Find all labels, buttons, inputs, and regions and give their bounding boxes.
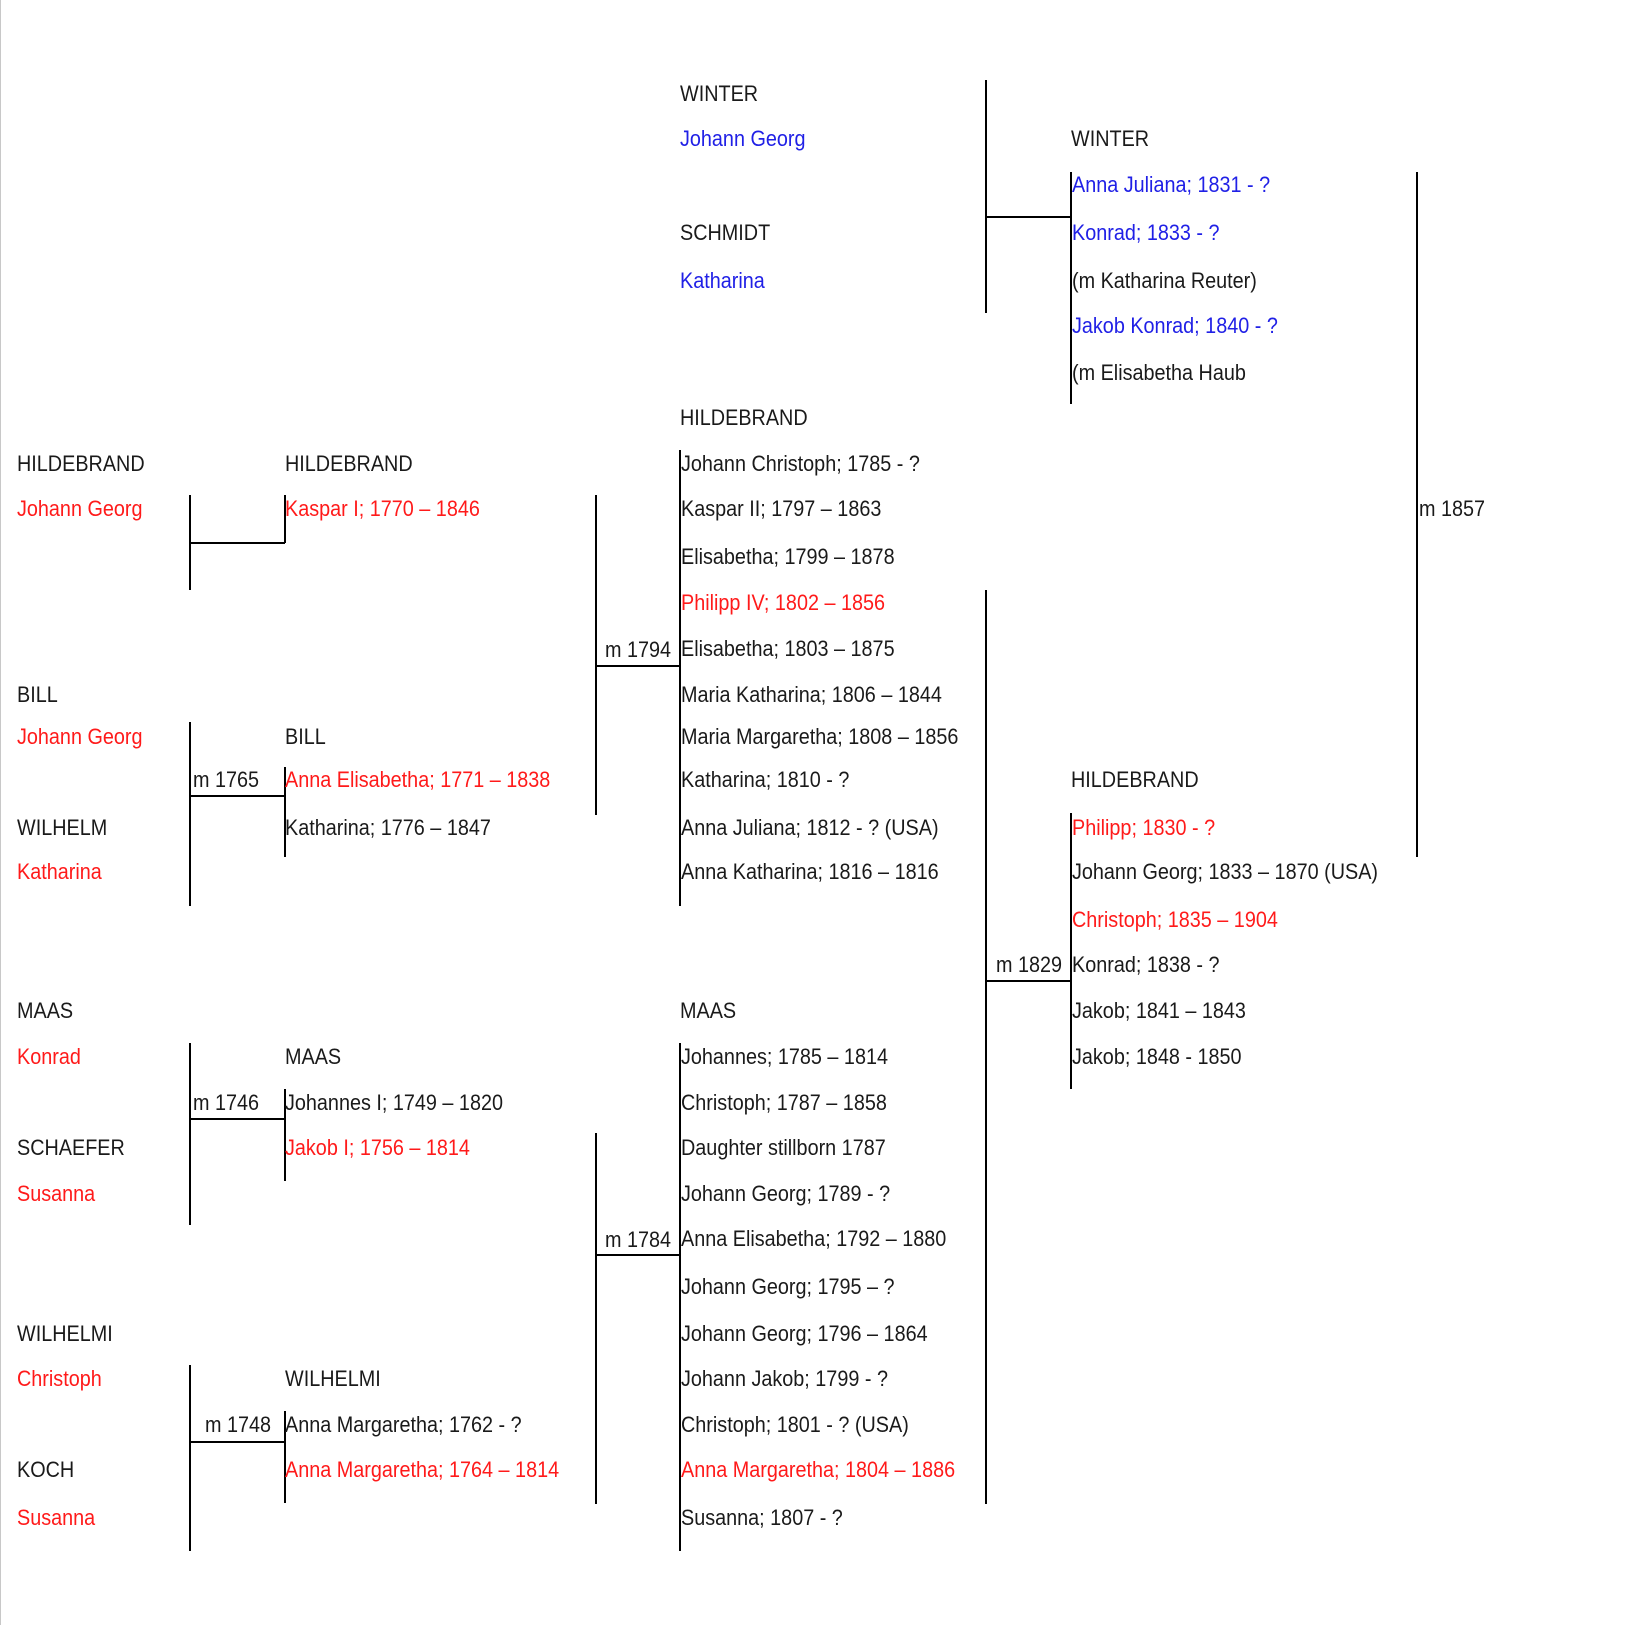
bill-1-link	[189, 795, 285, 797]
koch-grandmother-surname: KOCH	[17, 1457, 75, 1482]
hildebrand-2-child: Maria Katharina; 1806 – 1844	[681, 682, 942, 707]
maas-2-child: Johann Georg; 1796 – 1864	[681, 1321, 928, 1346]
maas-2-children-bar	[679, 1043, 681, 1551]
hildebrand-2-child: Elisabetha; 1799 – 1878	[681, 544, 895, 569]
wilhelmi-1-child: Anna Margaretha; 1762 - ?	[285, 1412, 522, 1437]
hildebrand-2-children-bar	[679, 450, 681, 906]
marriage-1794: m 1794	[605, 637, 672, 662]
hildebrand-3-child: Philipp; 1830 - ?	[1072, 815, 1216, 840]
bill-1-child: Anna Elisabetha; 1771 – 1838	[285, 767, 551, 792]
marriage-1748: m 1748	[205, 1412, 272, 1437]
marriage-1746: m 1746	[193, 1090, 260, 1115]
winter-child: Konrad; 1833 - ?	[1072, 220, 1220, 245]
winter-child: Jakob Konrad; 1840 - ?	[1072, 313, 1278, 338]
winter-child-spouse-note: (m Elisabetha Haub	[1072, 360, 1246, 385]
maas-1-surname: MAAS	[285, 1044, 342, 1069]
maas-2-child: Johann Georg; 1789 - ?	[681, 1181, 891, 1206]
maas-2-child: Susanna; 1807 - ?	[681, 1505, 843, 1530]
hildebrand-1-child: Kaspar I; 1770 – 1846	[285, 496, 480, 521]
schmidt-mother-surname: SCHMIDT	[680, 220, 771, 245]
hildebrand-3-surname: HILDEBRAND	[1071, 767, 1199, 792]
marriage-1857-bracket	[1416, 172, 1418, 857]
wilhelmi-1-surname: WILHELMI	[285, 1366, 381, 1391]
hildebrand-2-child: Anna Katharina; 1816 – 1816	[681, 859, 939, 884]
wilhelmi-1-bracket	[189, 1365, 191, 1551]
schaefer-grandmother-given: Susanna	[17, 1181, 96, 1206]
winter-parents-bracket	[985, 80, 987, 313]
hildebrand-1-children-bar	[284, 495, 286, 543]
schmidt-mother-given: Katharina	[680, 268, 765, 293]
bill-1-child: Katharina; 1776 – 1847	[285, 815, 491, 840]
winter-child: Anna Juliana; 1831 - ?	[1072, 172, 1271, 197]
hildebrand-grandfather-surname: HILDEBRAND	[17, 451, 145, 476]
maas-2-child: Christoph; 1787 – 1858	[681, 1090, 887, 1115]
hildebrand-2-surname: HILDEBRAND	[680, 405, 808, 430]
winter-father-surname: WINTER	[680, 81, 759, 106]
maas-1-child: Jakob I; 1756 – 1814	[285, 1135, 470, 1160]
maas-1-link	[189, 1118, 285, 1120]
maas-2-child: Anna Margaretha; 1804 – 1886	[681, 1457, 956, 1482]
marriage-1857: m 1857	[1419, 496, 1486, 521]
wilhelmi-grandfather-given: Christoph	[17, 1366, 102, 1391]
bill-grandfather-surname: BILL	[17, 682, 58, 707]
schaefer-grandmother-surname: SCHAEFER	[17, 1135, 125, 1160]
hildebrand-3-child: Jakob; 1848 - 1850	[1072, 1044, 1242, 1069]
maas-1-child: Johannes I; 1749 – 1820	[285, 1090, 503, 1115]
wilhelmi-1-child: Anna Margaretha; 1764 – 1814	[285, 1457, 560, 1482]
bill-grandfather-given: Johann Georg	[17, 724, 143, 749]
marriage-1784: m 1784	[605, 1227, 672, 1252]
maas-2-child: Christoph; 1801 - ? (USA)	[681, 1412, 909, 1437]
hildebrand-2-child: Katharina; 1810 - ?	[681, 767, 850, 792]
wilhelm-grandmother-surname: WILHELM	[17, 815, 108, 840]
winter-children-surname: WINTER	[1071, 126, 1150, 151]
maas-2-child: Johann Georg; 1795 – ?	[681, 1274, 895, 1299]
bill-1-bracket	[189, 722, 191, 906]
hildebrand-3-child: Christoph; 1835 – 1904	[1072, 907, 1278, 932]
hildebrand-3-child: Johann Georg; 1833 – 1870 (USA)	[1072, 859, 1379, 884]
marriage-1829-bracket	[985, 590, 987, 1504]
winter-children-bar	[1070, 172, 1072, 404]
hildebrand-1-surname: HILDEBRAND	[285, 451, 413, 476]
marriage-1794-link	[595, 665, 680, 667]
maas-1-bracket	[189, 1043, 191, 1225]
marriage-1784-link	[595, 1254, 680, 1256]
maas-grandfather-given: Konrad	[17, 1044, 81, 1069]
maas-1-children-bar	[284, 1089, 286, 1181]
hildebrand-2-child: Johann Christoph; 1785 - ?	[681, 451, 920, 476]
maas-2-surname: MAAS	[680, 998, 737, 1023]
winter-child-spouse-note: (m Katharina Reuter)	[1072, 268, 1257, 293]
marriage-1765: m 1765	[193, 767, 260, 792]
maas-2-child: Daughter stillborn 1787	[681, 1135, 886, 1160]
wilhelmi-1-link	[189, 1441, 285, 1443]
marriage-1829: m 1829	[996, 952, 1063, 977]
page-left-border	[0, 0, 1, 1625]
maas-2-child: Johann Jakob; 1799 - ?	[681, 1366, 888, 1391]
wilhelmi-grandfather-surname: WILHELMI	[17, 1321, 113, 1346]
winter-father-given: Johann Georg	[680, 126, 806, 151]
maas-2-child: Anna Elisabetha; 1792 – 1880	[681, 1226, 947, 1251]
hildebrand-3-child: Jakob; 1841 – 1843	[1072, 998, 1246, 1023]
marriage-1794-bracket	[595, 495, 597, 815]
hildebrand-2-child: Maria Margaretha; 1808 – 1856	[681, 724, 959, 749]
wilhelmi-1-children-bar	[284, 1411, 286, 1503]
maas-2-child: Johannes; 1785 – 1814	[681, 1044, 888, 1069]
hildebrand-2-child: Anna Juliana; 1812 - ? (USA)	[681, 815, 939, 840]
winter-parents-link	[985, 216, 1071, 218]
hildebrand-3-children-bar	[1070, 813, 1072, 1089]
hildebrand-2-child: Kaspar II; 1797 – 1863	[681, 496, 882, 521]
wilhelm-grandmother-given: Katharina	[17, 859, 102, 884]
maas-grandfather-surname: MAAS	[17, 998, 74, 1023]
hildebrand-1-link	[189, 542, 285, 544]
bill-1-children-bar	[284, 767, 286, 857]
bill-1-surname: BILL	[285, 724, 326, 749]
hildebrand-2-child: Philipp IV; 1802 – 1856	[681, 590, 886, 615]
hildebrand-2-child: Elisabetha; 1803 – 1875	[681, 636, 895, 661]
hildebrand-3-child: Konrad; 1838 - ?	[1072, 952, 1220, 977]
marriage-1829-link	[985, 980, 1071, 982]
marriage-1784-bracket	[595, 1133, 597, 1504]
hildebrand-grandfather-given: Johann Georg	[17, 496, 143, 521]
koch-grandmother-given: Susanna	[17, 1505, 96, 1530]
